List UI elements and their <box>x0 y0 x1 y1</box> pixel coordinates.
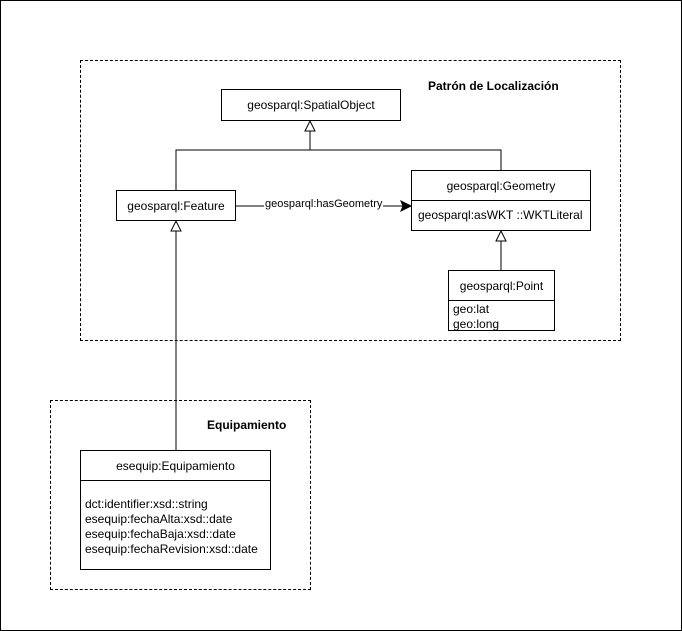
class-geometry-attributes: geosparql:asWKT ::WKTLiteral <box>412 200 590 230</box>
package-equipamiento[interactable] <box>50 400 311 590</box>
class-spatial-object[interactable]: geosparql:SpatialObject <box>221 89 401 121</box>
class-point-attribute: geo:long <box>453 317 500 331</box>
class-equipamiento-attribute: esequip:fechaRevision:xsd::date <box>85 542 258 556</box>
class-point-name: geosparql:Point <box>459 278 544 293</box>
class-equipamiento-attribute: esequip:fechaAlta:xsd::date <box>85 512 233 526</box>
class-point[interactable]: geosparql:Point geo:lat geo:long <box>448 270 555 331</box>
class-point-attributes: geo:lat geo:long <box>449 300 554 332</box>
has-geometry-label: geosparql:hasGeometry <box>264 198 384 210</box>
class-equipamiento-attribute: esequip:fechaBaja:xsd::date <box>85 527 236 541</box>
class-feature[interactable]: geosparql:Feature <box>116 190 236 221</box>
class-equipamiento[interactable]: esequip:Equipamiento dct:identifier:xsd:… <box>80 450 271 570</box>
class-equipamiento-attribute: dct:identifier:xsd::string <box>85 497 208 511</box>
package-equipamiento-title: Equipamiento <box>207 418 287 432</box>
package-patron-localizacion-title: Patrón de Localización <box>428 79 559 93</box>
class-geometry-attribute: geosparql:asWKT ::WKTLiteral <box>418 208 583 222</box>
package-patron-localizacion[interactable] <box>80 60 621 341</box>
class-point-attribute: geo:lat <box>453 302 490 316</box>
class-equipamiento-attributes: dct:identifier:xsd::string esequip:fecha… <box>81 480 270 557</box>
class-geometry-name: geosparql:Geometry <box>446 178 556 193</box>
class-geometry[interactable]: geosparql:Geometry geosparql:asWKT ::WKT… <box>411 170 591 231</box>
class-feature-name: geosparql:Feature <box>127 198 225 213</box>
class-equipamiento-name: esequip:Equipamiento <box>116 458 235 473</box>
class-spatial-object-name: geosparql:SpatialObject <box>247 98 375 112</box>
